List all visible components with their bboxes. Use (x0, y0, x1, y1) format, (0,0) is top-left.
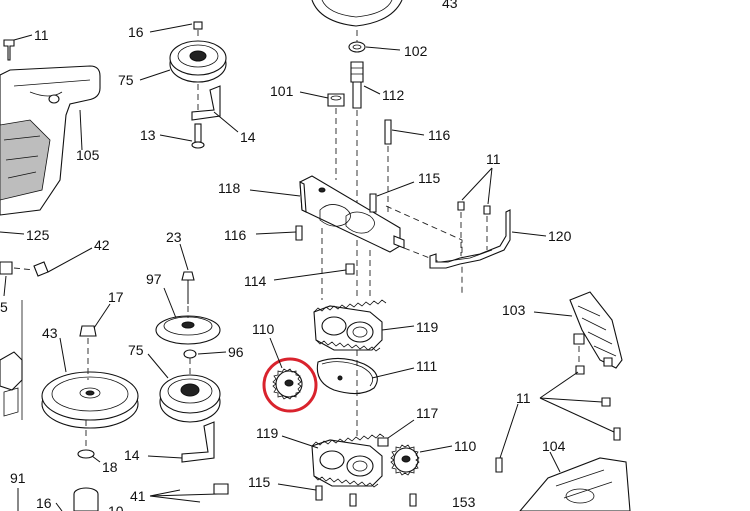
bracket-103 (569, 291, 623, 369)
callout-102: 102 (404, 43, 428, 59)
callout-101: 101 (270, 83, 294, 99)
bolt-11-c4 (495, 457, 503, 473)
callout-42: 42 (94, 237, 110, 253)
retaining-ring-111 (316, 357, 378, 395)
belt-guide-left (0, 300, 23, 420)
callout-17: 17 (108, 289, 124, 305)
callout-110-a: 110 (252, 321, 275, 337)
callout-116-a: 116 (428, 127, 451, 143)
callout-112: 112 (382, 87, 405, 103)
rod-120 (429, 209, 511, 269)
callout-14-b: 14 (124, 447, 140, 463)
gear-110-lower (390, 444, 420, 476)
washer-18 (77, 449, 95, 459)
callout-119-b: 119 (256, 425, 279, 441)
callout-11-b: 11 (486, 151, 501, 167)
idler-pulley-75-lower (159, 349, 221, 463)
callout-110-b: 110 (454, 438, 477, 454)
callout-103: 103 (502, 302, 526, 318)
pulley-97 (155, 271, 221, 345)
bolt-11-c2 (601, 397, 611, 407)
bolt-11a (3, 39, 15, 61)
housing-104 (519, 457, 631, 511)
bolt-115-lower (315, 485, 323, 501)
callout-118: 118 (218, 180, 241, 196)
callout-91: 91 (10, 470, 26, 486)
pulley-43-top (311, 0, 403, 27)
callout-104: 104 (542, 438, 566, 454)
bolt-153b (409, 493, 417, 507)
callout-75-b: 75 (128, 342, 144, 358)
bracket-105 (0, 65, 101, 216)
highlight-circle (262, 357, 318, 413)
spacer-114 (345, 263, 355, 275)
callout-11-c: 11 (516, 390, 531, 406)
callout-16-b: 16 (36, 495, 52, 511)
bolt-11-c3 (613, 427, 621, 441)
callout-14-a: 14 (240, 129, 256, 145)
callout-115-a: 115 (418, 170, 441, 186)
gear-119-upper (313, 299, 387, 352)
gear-110-highlighted (272, 368, 303, 400)
bolt-116-left (295, 225, 303, 241)
callout-41: 41 (130, 488, 146, 504)
gear-119-lower (311, 433, 385, 488)
callout-116-b: 116 (224, 227, 247, 243)
callout-119-a: 119 (416, 319, 439, 335)
nut-17 (79, 325, 97, 337)
nut-117 (377, 437, 389, 447)
callout-96: 96 (228, 344, 244, 360)
callout-75-a: 75 (118, 72, 134, 88)
pulley-43 (41, 371, 139, 429)
callout-13: 13 (140, 127, 156, 143)
bolt-116-top (384, 119, 392, 145)
callout-11-a: 11 (34, 27, 49, 43)
callout-23: 23 (166, 229, 182, 245)
callout-120: 120 (548, 228, 572, 244)
callout-111: 111 (416, 358, 437, 374)
shaft-112 (348, 30, 366, 300)
callout-114: 114 (244, 273, 267, 289)
plate-118 (299, 175, 405, 253)
callout-97: 97 (146, 271, 162, 287)
bolt-11-b2 (483, 205, 491, 215)
callout-125: 125 (26, 227, 50, 243)
callout-115-b: 115 (248, 474, 271, 490)
bolt-153a (349, 493, 357, 507)
idler-pulley-75-top (169, 21, 227, 149)
callout-18: 18 (102, 459, 118, 475)
bolt-11-b1 (457, 201, 465, 211)
callout-43-top: 43 (442, 0, 458, 11)
callout-5: 5 (0, 299, 8, 315)
callout-117: 117 (416, 405, 439, 421)
callout-43: 43 (42, 325, 58, 341)
callout-10: 10 (108, 503, 124, 511)
bolt-42 (0, 261, 49, 277)
spacer-16b (73, 487, 99, 511)
nut-41 (213, 483, 229, 495)
callout-105: 105 (76, 147, 100, 163)
callout-153: 153 (452, 494, 476, 510)
bolt-115-top (369, 193, 377, 213)
callout-16-a: 16 (128, 24, 144, 40)
